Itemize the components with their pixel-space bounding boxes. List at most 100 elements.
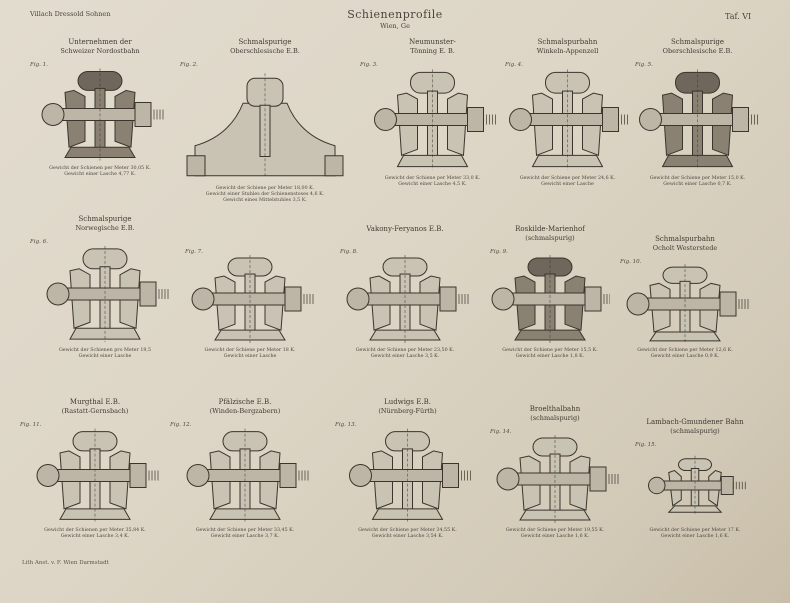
figure-caption: Gewicht einer Lasche 1,6 K. [660,534,730,539]
rail-figure: Lambach-Gmundener Bahn(schmalspurig)Fig.… [635,418,755,550]
figure-title-line2: Norwegische E.B. [75,224,135,232]
figure-caption: Gewicht der Schienen pro Meter 19,5 [58,348,152,353]
figure-title-line2: Tönning E. B. [410,47,455,55]
figure-caption: Gewicht der Schiene per Meter 12,6 K. [637,348,733,353]
rail-foot [64,146,136,159]
rail-figure: Roskilde-Marienhof(schmalspurig) Fig. 9. G… [490,225,610,370]
figure-caption: Gewicht der Schiene per Meter 33,0 K. [384,176,481,181]
figure-title-line1: Neumunster- [409,38,456,46]
bolt-head [346,287,370,311]
figure-number: Fig. 12. [170,422,192,428]
figure-title: Vakony-Feryanos E.B. [340,225,470,234]
rail-profile-drawing [648,455,746,516]
figure-caption: Gewicht einer Lasche [541,182,594,187]
rail-profile-drawing [496,435,619,523]
bolt-shank [509,472,601,486]
figure-number: Fig. 3. [360,62,378,68]
figure-number: Fig. 1. [30,62,48,68]
rail-profile-drawing [509,69,628,170]
bolt-head [648,476,666,495]
figure-number: Fig. 15. [635,442,657,448]
figure-caption: Gewicht der Schienen per Meter 35,84 K. [44,528,146,533]
figure-title: Broelthalbahn(schmalspurig) [490,405,620,423]
figure-title-line1: Lambach-Gmundener Bahn [646,418,744,426]
bolt-nut [720,476,734,495]
figure-caption: Gewicht einer Lasche 3,7 K. [210,534,280,539]
figure-caption: Gewicht der Schiene per Meter 15,0 K. [649,176,746,181]
figure-title-line2: Oberschlesische E.B. [230,47,300,55]
bolt-nut [284,286,302,312]
figure-caption: Gewicht einer Lasche 4,5 K. [398,182,467,187]
figure-caption: Gewicht einer Lasche 3,54 K. [371,534,444,539]
figure-caption: Gewicht einer Lasche 3,4 K. [60,534,130,539]
bolt-nut [134,102,152,127]
figure-number: Fig. 4. [505,62,523,68]
figure-title-line2: Ocholt Westerstede [652,244,718,252]
bolt-head [41,103,65,126]
figure-caption: Gewicht einer Lasche 1,8 K. [515,354,585,359]
bolt-head [509,108,532,131]
figure-caption: Gewicht einer Lasche 1,6 K. [520,534,590,539]
figure-title-line2: (schmalspurig) [525,234,575,242]
header-left: Villach Dressold Sohnen [30,10,111,18]
rail-profile-drawing [41,68,164,161]
figure-caption: Gewicht einer Lasche 0,9 K. [650,354,720,359]
rail-figure: Murgthal E.B.(Rastatt-Gernsbach) Fig. 11.… [20,398,170,550]
figure-number: Fig. 2. [180,62,198,68]
bolt-nut [602,107,619,132]
bolt-shank [504,292,596,306]
chair-bolt-right [324,155,344,177]
rail-profile-drawing [626,264,749,344]
figure-title-line1: Unternehmen der [68,38,132,46]
figure-caption: Gewicht der Schiene per Meter 23,50 K. [355,348,455,353]
rail-profile-drawing [186,73,344,177]
bolt-shank [204,292,296,306]
figure-caption: Gewicht der Schiene per Meter 18,00 K. [215,186,315,191]
figure-number: Fig. 13. [335,422,357,428]
rail-foot [667,505,723,513]
bolt-nut [732,107,749,132]
rail-profile-drawing [191,255,314,343]
figure-caption: Gewicht der Schiene per Meter 17 K. [649,528,741,533]
figure-caption: Gewicht einer Lasche [223,354,277,359]
figure-caption: Gewicht der Schiene per Meter 18 K. [204,348,296,353]
figure-title: Ludwigs E.B.(Nürnberg-Fürth) [335,398,480,416]
bolt-nut [719,291,737,317]
rail-profile-drawing [46,245,169,343]
figure-caption: Gewicht einer Lasche [78,354,132,359]
figure-title-line1: Schmalspurige [78,215,132,223]
rail-figure: Fig. 7.Gewicht der Schiene per Meter 18 … [185,225,315,370]
figure-number: Fig. 11. [20,422,42,428]
figure-number: Fig. 5. [635,62,653,68]
figure-title-line2: (Nürnberg-Fürth) [378,407,437,415]
bolt-nut [139,281,157,307]
figure-caption: Gewicht der Schiene per Meter 15,5 K. [502,348,598,353]
bolt-head [496,467,520,491]
figure-title: Murgthal E.B.(Rastatt-Gernsbach) [20,398,170,416]
bolt-head [191,287,215,311]
rail-profile-drawing [346,255,469,343]
figure-number: Fig. 8. [340,249,358,255]
rail-profile-drawing [36,428,159,523]
bolt-head [626,292,650,316]
bolt-shank [359,292,451,306]
figure-caption: Gewicht einer Lasche 3,5 K. [370,354,440,359]
rail-figure: Neumunster-Tönning E. B. Fig. 3. Gewicht d… [360,38,505,198]
figure-title-line1: Schmalspurige [238,38,292,46]
figure-number: Fig. 9. [490,249,508,255]
figure-title: Roskilde-Marienhof(schmalspurig) [490,225,610,243]
bolt-head [186,464,210,487]
figure-title-line1: Murgthal E.B. [69,398,121,406]
figure-title: Pfälzische E.B.(Winden-Bergzabern) [170,398,320,416]
bolt-head [491,287,515,311]
bolt-nut [279,463,297,488]
